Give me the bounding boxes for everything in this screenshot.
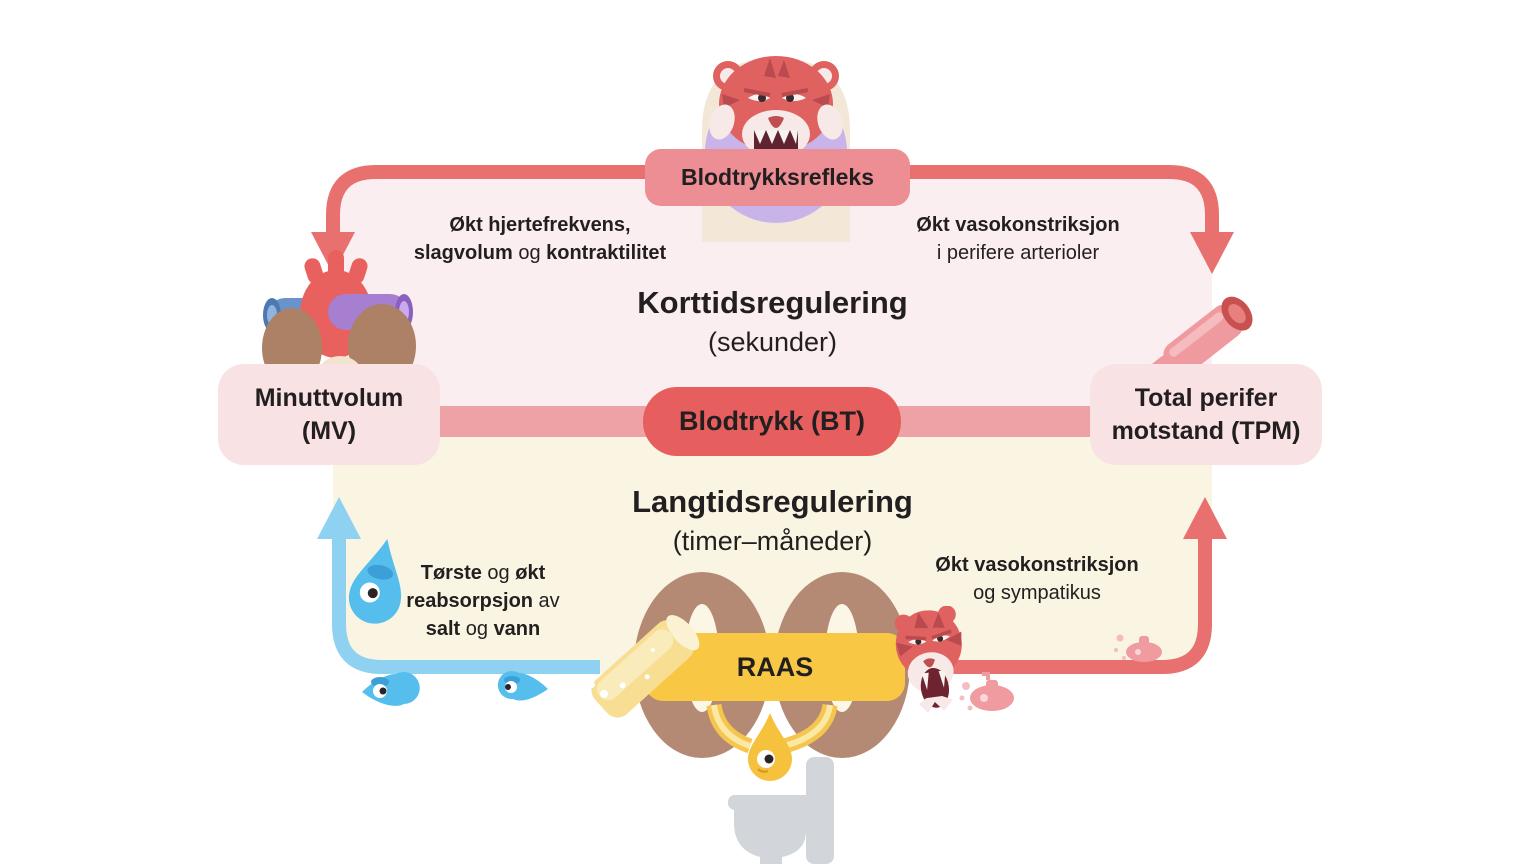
tiger-portrait-icon [702,56,850,242]
baroreflex-badge-label: Blodtrykksrefleks [680,164,875,190]
urine-drop-icon [748,713,792,781]
water-drop-icon [497,671,548,701]
minute-volume-line1: Minuttvolum [254,383,404,412]
peripheral-resistance-line2: motstand (TPM) [1111,416,1301,445]
drinking-glass-icon [589,614,700,718]
minute-volume-box: Minuttvolum (MV) [218,364,440,465]
long-term-subtitle: (timer–måneder) [672,526,873,556]
roaring-tiger-icon [894,606,962,714]
submarine-icon [959,672,1014,711]
blood-pressure-badge-label: Blodtrykk (BT) [678,406,865,436]
long-term-title: Langtidsregulering [632,484,913,519]
short-term-subtitle: (sekunder) [707,327,838,357]
baroreflex-badge: Blodtrykksrefleks [645,149,910,206]
short-term-title: Korttidsregulering [637,285,908,320]
toilet-icon [728,757,834,864]
water-drop-icon [362,672,420,706]
submarine-icon [1114,634,1162,662]
raas-badge-label: RAAS [736,651,814,682]
minute-volume-line2: (MV) [301,416,357,445]
peripheral-resistance-line1: Total perifer [1134,383,1278,412]
blood-pressure-badge: Blodtrykk (BT) [643,387,901,456]
peripheral-resistance-box: Total perifer motstand (TPM) [1090,364,1322,465]
short-term-left-note: Økt hjertefrekvens,slagvolum og kontrakt… [413,214,667,264]
